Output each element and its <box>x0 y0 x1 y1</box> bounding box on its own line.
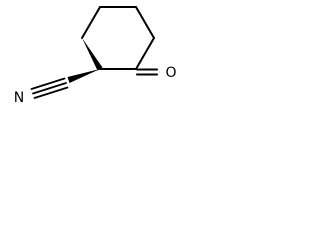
oxygen-atom-label: O <box>165 65 176 81</box>
molecule-structure: O N <box>11 6 179 106</box>
ring-bond-c2-c3 <box>81 6 101 39</box>
nitrile-wedge-bond <box>67 69 100 83</box>
ring-bond-c5-c6 <box>135 37 155 70</box>
nitrogen-atom-label: N <box>14 90 24 106</box>
ring-bond-c6-c1 <box>135 6 155 39</box>
nitrile-triple-bond <box>30 77 69 99</box>
nitrogen-label-background <box>11 88 27 106</box>
carbonyl-double-bond <box>136 68 158 76</box>
oxygen-label-background <box>163 63 179 81</box>
stereo-wedge-bond <box>82 38 103 71</box>
